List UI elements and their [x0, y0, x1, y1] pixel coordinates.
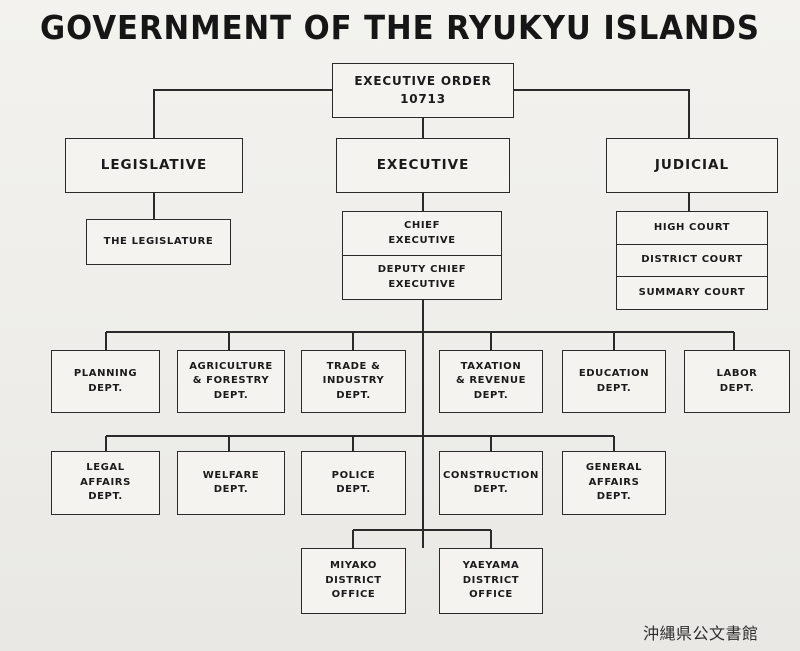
district-court-label: DISTRICT COURT	[641, 254, 743, 266]
high-court-cell: HIGH COURT	[617, 212, 767, 244]
dept-label: POLICE DEPT.	[331, 469, 376, 496]
legislature-label: THE LEGISLATURE	[103, 235, 214, 247]
dept-label: LABOR DEPT.	[716, 368, 758, 394]
legislature-box: THE LEGISLATURE	[86, 219, 231, 265]
executive-label: EXECUTIVE	[376, 156, 470, 173]
page-title: GOVERNMENT OF THE RYUKYU ISLANDS	[40, 8, 760, 47]
education-dept-box: EDUCATION DEPT.	[562, 350, 666, 413]
taxation-revenue-dept-box: TAXATION & REVENUE DEPT.	[439, 350, 543, 413]
legislative-label: LEGISLATIVE	[100, 156, 208, 173]
dept-label: TRADE & INDUSTRY DEPT.	[322, 360, 385, 401]
archive-stamp: 沖縄県公文書館	[643, 624, 759, 643]
planning-dept-box: PLANNING DEPT.	[51, 350, 160, 413]
chief-executive-box: CHIEF EXECUTIVE DEPUTY CHIEF EXECUTIVE	[342, 211, 502, 300]
deputy-chief-executive-cell: DEPUTY CHIEF EXECUTIVE	[343, 255, 501, 299]
agriculture-forestry-dept-box: AGRICULTURE & FORESTRY DEPT.	[177, 350, 285, 413]
dept-label: PLANNING DEPT.	[73, 368, 138, 394]
office-label: YAEYAMA DISTRICT OFFICE	[462, 560, 520, 601]
courts-box: HIGH COURT DISTRICT COURT SUMMARY COURT	[616, 211, 768, 310]
judicial-label: JUDICIAL	[654, 156, 730, 173]
deputy-chief-executive-label: DEPUTY CHIEF EXECUTIVE	[377, 264, 467, 290]
construction-dept-box: CONSTRUCTION DEPT.	[439, 451, 543, 515]
dept-label: CONSTRUCTION DEPT.	[442, 469, 539, 496]
legislative-branch-box: LEGISLATIVE	[65, 138, 243, 193]
executive-branch-box: EXECUTIVE	[336, 138, 510, 193]
chief-executive-label: CHIEF EXECUTIVE	[388, 220, 456, 246]
dept-label: GENERAL AFFAIRS DEPT.	[585, 462, 643, 503]
miyako-district-office-box: MIYAKO DISTRICT OFFICE	[301, 548, 406, 614]
legal-affairs-dept-box: LEGAL AFFAIRS DEPT.	[51, 451, 160, 515]
labor-dept-box: LABOR DEPT.	[684, 350, 790, 413]
general-affairs-dept-box: GENERAL AFFAIRS DEPT.	[562, 451, 666, 515]
high-court-label: HIGH COURT	[653, 221, 731, 233]
dept-label: TAXATION & REVENUE DEPT.	[455, 360, 527, 401]
office-label: MIYAKO DISTRICT OFFICE	[325, 560, 382, 601]
executive-order-label: EXECUTIVE ORDER 10713	[354, 74, 492, 106]
summary-court-cell: SUMMARY COURT	[617, 276, 767, 309]
police-dept-box: POLICE DEPT.	[301, 451, 406, 515]
trade-industry-dept-box: TRADE & INDUSTRY DEPT.	[301, 350, 406, 413]
dept-label: LEGAL AFFAIRS DEPT.	[80, 462, 131, 503]
welfare-dept-box: WELFARE DEPT.	[177, 451, 285, 515]
yaeyama-district-office-box: YAEYAMA DISTRICT OFFICE	[439, 548, 543, 614]
connector-order-legislative	[153, 89, 332, 138]
executive-order-box: EXECUTIVE ORDER 10713	[332, 63, 514, 118]
summary-court-label: SUMMARY COURT	[638, 286, 746, 298]
dept-label: EDUCATION DEPT.	[578, 368, 650, 394]
judicial-branch-box: JUDICIAL	[606, 138, 778, 193]
district-court-cell: DISTRICT COURT	[617, 243, 767, 277]
chief-executive-cell: CHIEF EXECUTIVE	[343, 212, 501, 255]
connector-order-judicial	[514, 89, 690, 138]
dept-label: WELFARE DEPT.	[202, 469, 260, 496]
dept-label: AGRICULTURE & FORESTRY DEPT.	[189, 360, 273, 401]
